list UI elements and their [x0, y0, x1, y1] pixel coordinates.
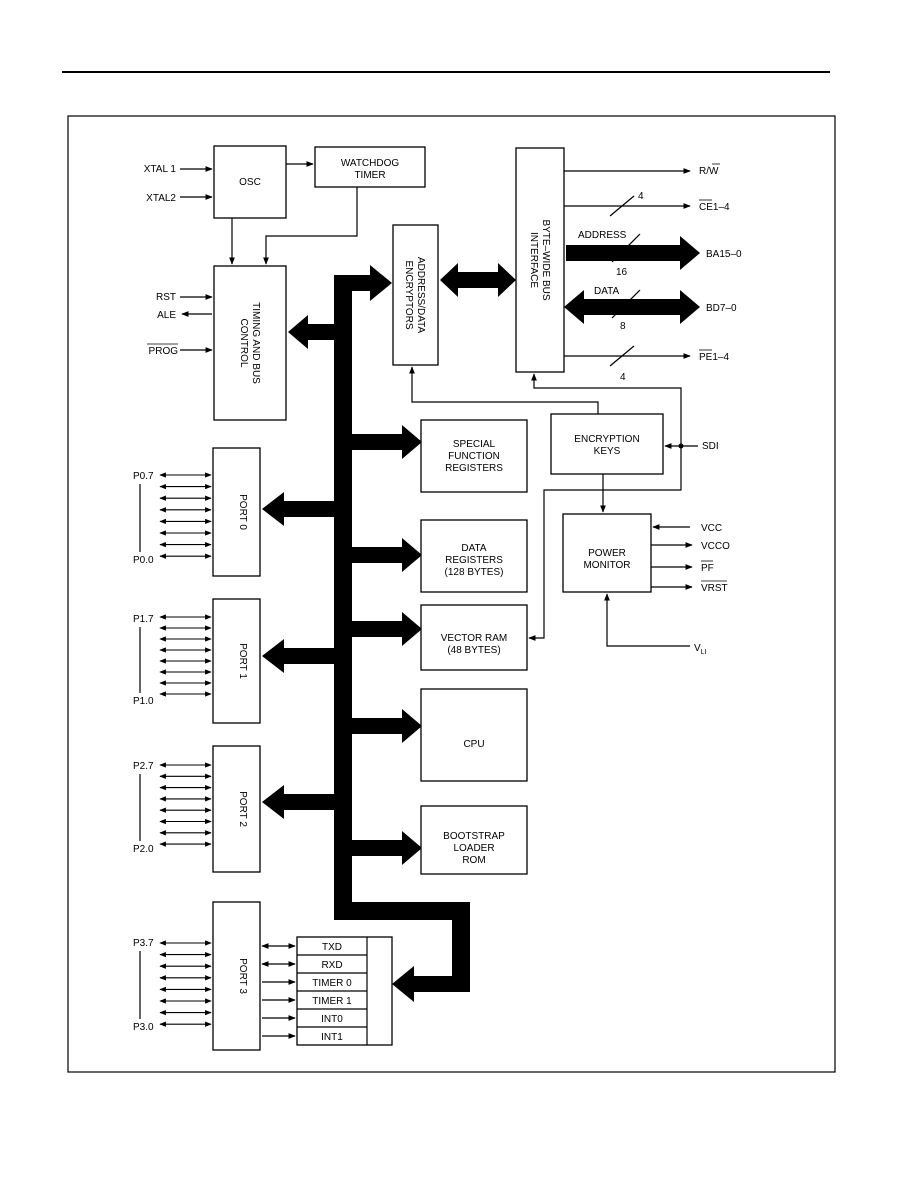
byte-wide-bus-interface-block: BYTE–WIDE BUS INTERFACE	[515, 147, 565, 373]
vrst-label: VRST	[701, 583, 728, 594]
vram-label-2: (48 BYTES)	[447, 645, 500, 656]
signal-labels: XTAL 1 XTAL2 RST ALE PROG R/W CE1–4 4 AD…	[133, 163, 742, 1033]
port3-function-table: TXD RXD TIMER 0 TIMER 1 INT0 INT1	[261, 936, 393, 1046]
osc-block: OSC	[213, 145, 287, 219]
enckeys-label-2: KEYS	[594, 446, 621, 457]
clock-and-control-lines	[180, 161, 358, 353]
port0-label: PORT 0	[237, 494, 248, 530]
p1-hi-label: P1.7	[133, 614, 154, 625]
power-label-2: MONITOR	[583, 560, 630, 571]
p3-hi-label: P3.7	[133, 938, 154, 949]
port-pins	[159, 472, 212, 1027]
p1-lo-label: P1.0	[133, 696, 154, 707]
port3-fn-timer1: TIMER 1	[312, 996, 352, 1007]
cpu-block: CPU	[420, 688, 528, 782]
bytewide-label-2: INTERFACE	[528, 232, 539, 288]
pf-label: PF	[701, 563, 714, 574]
ale-label: ALE	[157, 310, 176, 321]
external-address-bus	[566, 233, 700, 270]
control-label: CONTROL	[238, 319, 249, 368]
bytewide-label: BYTE–WIDE BUS	[540, 219, 551, 300]
power-label-1: POWER	[588, 548, 626, 559]
xtal1-label: XTAL 1	[144, 164, 177, 175]
watchdog-timer-block: WATCHDOG TIMER	[314, 146, 426, 188]
bus-interface-lines	[409, 168, 698, 641]
sdi-label: SDI	[702, 441, 719, 452]
encryptor-bus-link	[440, 263, 516, 297]
port-3-block: PORT 3	[212, 901, 261, 1051]
power-monitor-block: POWER MONITOR	[562, 513, 652, 593]
data-registers-block: DATA REGISTERS (128 BYTES)	[420, 519, 528, 593]
port3-fn-int0: INT0	[321, 1014, 343, 1025]
boot-label-2: LOADER	[453, 843, 494, 854]
n8-label: 8	[620, 321, 626, 332]
addrenc-label: ADDRESS/DATA	[415, 257, 426, 334]
rw-label: R/W	[699, 166, 719, 177]
datareg-label-2: REGISTERS	[445, 555, 503, 566]
p3-lo-label: P3.0	[133, 1022, 154, 1033]
addrenc-label-2: ENCRYPTORS	[403, 260, 414, 329]
timing-label: TIMING AND BUS	[250, 302, 261, 384]
external-data-bus	[564, 289, 700, 324]
port-1-block: PORT 1	[212, 598, 261, 724]
vcc-label: VCC	[701, 523, 722, 534]
power-lines	[604, 524, 693, 647]
address-label: ADDRESS	[578, 230, 627, 241]
port1-label: PORT 1	[237, 643, 248, 679]
p0-hi-label: P0.7	[133, 471, 154, 482]
p2-lo-label: P2.0	[133, 844, 154, 855]
p0-lo-label: P0.0	[133, 555, 154, 566]
sfr-label-1: SPECIAL	[453, 439, 496, 450]
port3-fn-int1: INT1	[321, 1032, 343, 1043]
pe-label: PE1–4	[699, 352, 729, 363]
xtal2-label: XTAL2	[146, 193, 176, 204]
encryption-keys-block: ENCRYPTION KEYS	[550, 413, 664, 475]
bootstrap-loader-rom-block: BOOTSTRAP LOADER ROM	[420, 805, 528, 875]
osc-label: OSC	[239, 177, 261, 188]
rst-label: RST	[156, 292, 176, 303]
ce-label: CE1–4	[699, 202, 730, 213]
special-function-registers-block: SPECIAL FUNCTION REGISTERS	[420, 419, 528, 493]
address-data-encryptors-block: ADDRESS/DATA ENCRYPTORS	[392, 224, 439, 366]
timing-bus-control-block: TIMING AND BUS CONTROL	[213, 265, 287, 421]
figure-frame	[67, 115, 836, 1073]
data-label: DATA	[594, 286, 620, 297]
prog-label: PROG	[149, 346, 179, 357]
datareg-label-1: DATA	[461, 543, 487, 554]
boot-label-1: BOOTSTRAP	[443, 831, 505, 842]
port2-label: PORT 2	[237, 791, 248, 827]
enckeys-label-1: ENCRYPTION	[574, 434, 639, 445]
vector-ram-block: VECTOR RAM (48 BYTES)	[420, 604, 528, 671]
port-0-block: PORT 0	[212, 447, 261, 577]
ba-label: BA15–0	[706, 249, 742, 260]
vram-label-1: VECTOR RAM	[441, 633, 508, 644]
port-2-block: PORT 2	[212, 745, 261, 873]
cpu-label: CPU	[463, 739, 484, 750]
port3-fn-timer0: TIMER 0	[312, 978, 352, 989]
sfr-label-3: REGISTERS	[445, 463, 503, 474]
vcco-label: VCCO	[701, 541, 730, 552]
internal-bus	[262, 265, 470, 1002]
bd-label: BD7–0	[706, 303, 737, 314]
n4b-label: 4	[620, 372, 626, 383]
port3-fn-rxd: RXD	[321, 960, 342, 971]
p2-hi-label: P2.7	[133, 761, 154, 772]
sfr-label-2: FUNCTION	[448, 451, 500, 462]
boot-label-3: ROM	[462, 855, 485, 866]
n4a-label: 4	[638, 191, 644, 202]
vli-label: VLI	[694, 643, 707, 656]
datareg-label-3: (128 BYTES)	[445, 567, 504, 578]
port3-fn-txd: TXD	[322, 942, 342, 953]
watchdog-label: WATCHDOG	[341, 158, 400, 169]
n16-label: 16	[616, 267, 628, 278]
timer-label: TIMER	[354, 170, 385, 181]
port3-label: PORT 3	[237, 958, 248, 994]
